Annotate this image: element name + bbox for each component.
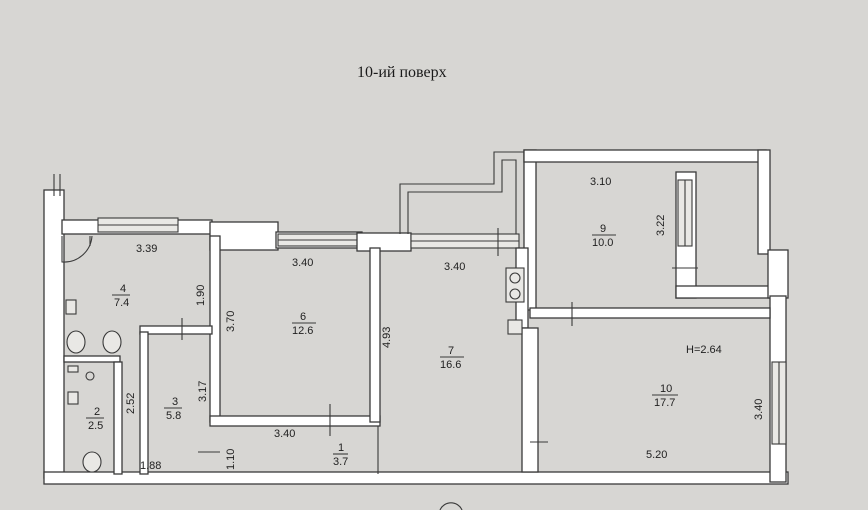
light-icon (85, 371, 95, 381)
dimension-labels: 3.39 1.90 3.40 3.70 3.40 4.93 3.10 3.22 … (125, 176, 765, 472)
room-3: 3 5.8 (164, 396, 182, 422)
dim-room3-height: 3.17 (197, 381, 209, 402)
room-labels: 1 3.7 2 2.5 3 5.8 4 7.4 6 12.6 7 16.6 (86, 223, 722, 468)
svg-text:2: 2 (94, 406, 100, 418)
svg-text:2.5: 2.5 (88, 420, 103, 432)
room-7: 7 16.6 (440, 345, 464, 371)
svg-text:10: 10 (660, 383, 672, 395)
interior-walls (63, 235, 771, 475)
toilet-icon (82, 451, 102, 473)
svg-text:3: 3 (172, 396, 178, 408)
dim-room9-width: 3.10 (590, 176, 611, 188)
dim-room10-width: 5.20 (646, 449, 667, 461)
dim-room7-height: 4.93 (381, 327, 393, 348)
dim-room6-height: 3.70 (225, 311, 237, 332)
svg-text:1: 1 (338, 442, 344, 454)
ceiling-height: H=2.64 (686, 344, 722, 356)
toilet-icon (102, 330, 122, 354)
door-swing-icon (61, 235, 93, 263)
room-4: 4 7.4 (112, 283, 130, 309)
room-2: 2 2.5 (86, 406, 104, 432)
fixtures (61, 228, 698, 510)
dim-room10-height: 3.40 (753, 399, 765, 420)
svg-text:5.8: 5.8 (166, 410, 181, 422)
svg-text:9: 9 (600, 223, 606, 235)
sink-icon (507, 319, 523, 335)
room-9: 9 10.0 (592, 223, 616, 249)
dim-bottom-left: 1.88 (140, 460, 161, 472)
toilet-icon (66, 330, 86, 354)
room-1: 1 3.7 (333, 442, 348, 468)
outer-walls (43, 149, 789, 485)
dim-room7-width: 3.40 (444, 261, 465, 273)
svg-text:17.7: 17.7 (654, 397, 675, 409)
svg-text:10.0: 10.0 (592, 237, 613, 249)
svg-text:12.6: 12.6 (292, 325, 313, 337)
floor-title: 10-ий поверх (357, 64, 447, 81)
entry-marker (439, 502, 463, 510)
balcony-outline (399, 151, 525, 234)
room-6: 6 12.6 (292, 311, 316, 337)
room-10: 10 17.7 (652, 383, 678, 409)
dim-room6-width: 3.40 (292, 257, 313, 269)
dim-room4-width: 3.39 (136, 243, 157, 255)
dim-room4-height: 1.90 (195, 285, 207, 306)
svg-text:7.4: 7.4 (114, 297, 129, 309)
sink-icon (65, 299, 77, 315)
svg-text:3.7: 3.7 (333, 456, 348, 468)
svg-text:16.6: 16.6 (440, 359, 461, 371)
svg-text:4: 4 (120, 283, 126, 295)
svg-text:6: 6 (300, 311, 306, 323)
dim-room1-height: 1.10 (225, 449, 237, 470)
dim-room2-height: 2.52 (125, 393, 137, 414)
svg-text:7: 7 (448, 345, 454, 357)
dim-room9-height: 3.22 (655, 215, 667, 236)
dim-room1-width: 3.40 (274, 428, 295, 440)
